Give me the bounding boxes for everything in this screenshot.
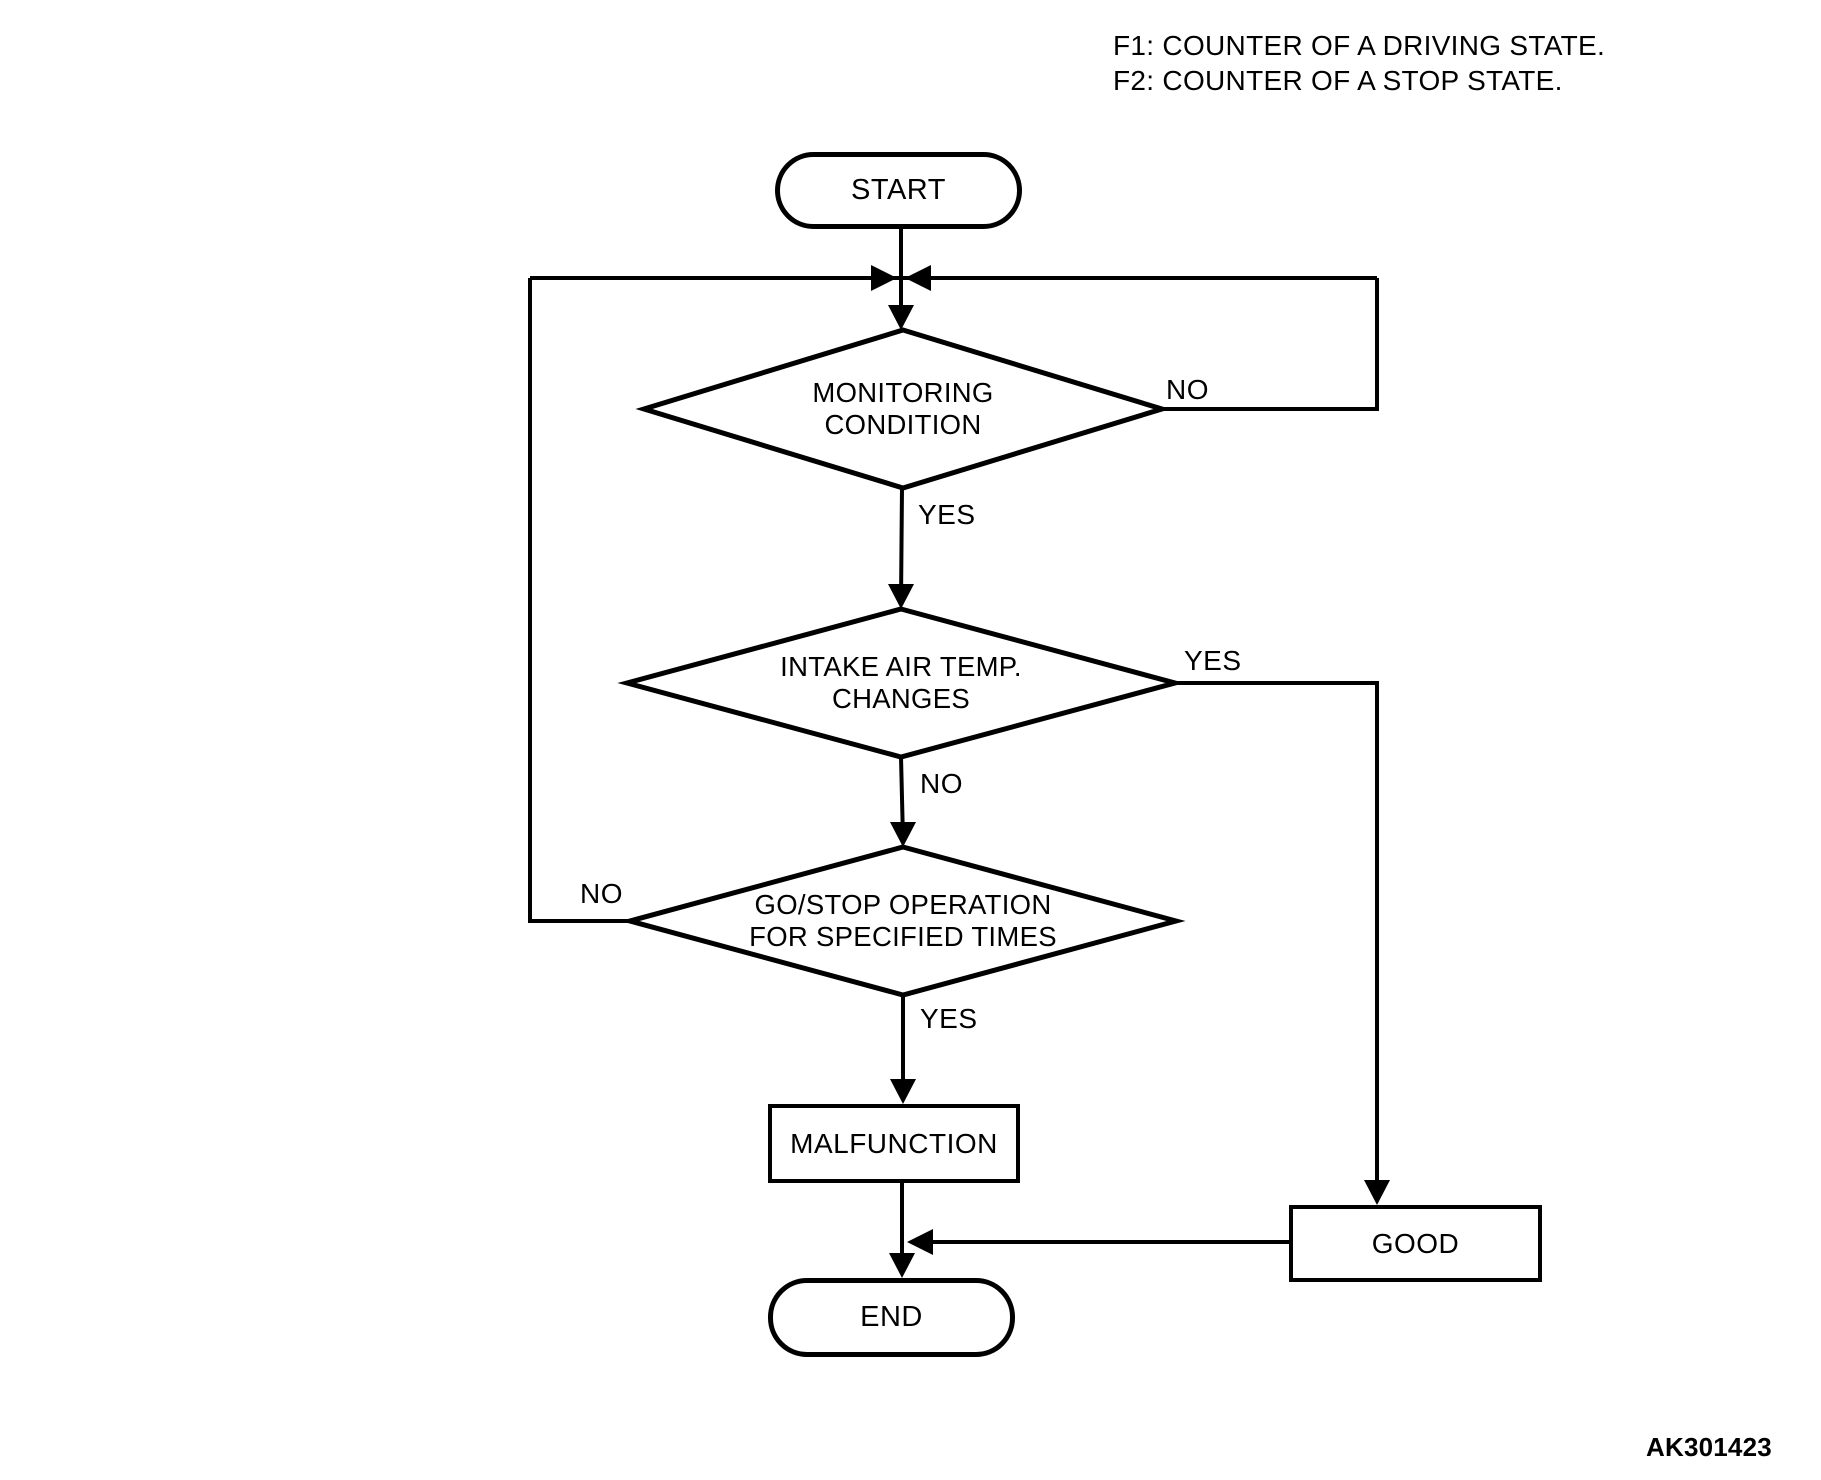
arrowhead-junction-from-left (871, 265, 897, 291)
malfunction-node-label: MALFUNCTION (790, 1127, 998, 1159)
decision-go-stop-operation-shape (620, 844, 1186, 998)
connector-intake-yes-to-good (1175, 681, 1379, 1197)
decision-intake-air-temp-label: INTAKE AIR TEMP. CHANGES (701, 651, 1101, 715)
arrowhead-into-monitoring (888, 305, 914, 330)
gostop-no-label: NO (580, 878, 623, 909)
intake-line1: INTAKE AIR TEMP. (780, 651, 1022, 682)
connector-monitoring-yes (899, 487, 904, 602)
connector-monitoring-no-loop (1162, 278, 1379, 411)
decision-intake-air-temp-shape (617, 606, 1185, 760)
legend-line-f2: F2: COUNTER OF A STOP STATE. (1113, 65, 1563, 96)
gostop-line2: FOR SPECIFIED TIMES (749, 921, 1057, 952)
monitoring-line1: MONITORING (812, 377, 994, 408)
monitoring-yes-label: YES (918, 499, 976, 530)
good-node: GOOD (1289, 1205, 1542, 1282)
arrowhead-into-gostop (890, 822, 916, 847)
start-node: START (775, 152, 1022, 229)
end-node: END (768, 1278, 1015, 1357)
good-node-label: GOOD (1371, 1227, 1460, 1259)
intake-line2: CHANGES (831, 683, 971, 714)
arrowhead-into-end (889, 1253, 915, 1278)
connector-gostop-no-loop (528, 278, 630, 923)
decision-monitoring-condition-shape (635, 327, 1171, 491)
arrowhead-into-good (1364, 1180, 1390, 1205)
intake-no-label: NO (920, 768, 963, 799)
monitoring-line2: CONDITION (824, 409, 982, 440)
end-node-label: END (860, 1301, 923, 1333)
gostop-yes-label: YES (920, 1003, 978, 1034)
figure-code: AK301423 (1646, 1432, 1772, 1462)
malfunction-node: MALFUNCTION (768, 1104, 1020, 1183)
decision-go-stop-operation-label: GO/STOP OPERATION FOR SPECIFIED TIMES (653, 889, 1153, 953)
arrowhead-into-malfunction (890, 1079, 916, 1104)
gostop-line1: GO/STOP OPERATION (754, 889, 1052, 920)
decision-monitoring-condition-label: MONITORING CONDITION (703, 377, 1103, 441)
arrowhead-good-into-end-line (907, 1229, 933, 1255)
arrowhead-junction-from-right (905, 265, 931, 291)
intake-yes-label: YES (1184, 645, 1242, 676)
start-node-label: START (851, 174, 946, 206)
legend-line-f1: F1: COUNTER OF A DRIVING STATE. (1113, 30, 1606, 61)
legend: F1: COUNTER OF A DRIVING STATE. F2: COUN… (1113, 28, 1605, 98)
monitoring-no-label: NO (1166, 374, 1209, 405)
arrowhead-into-intake (888, 584, 914, 609)
